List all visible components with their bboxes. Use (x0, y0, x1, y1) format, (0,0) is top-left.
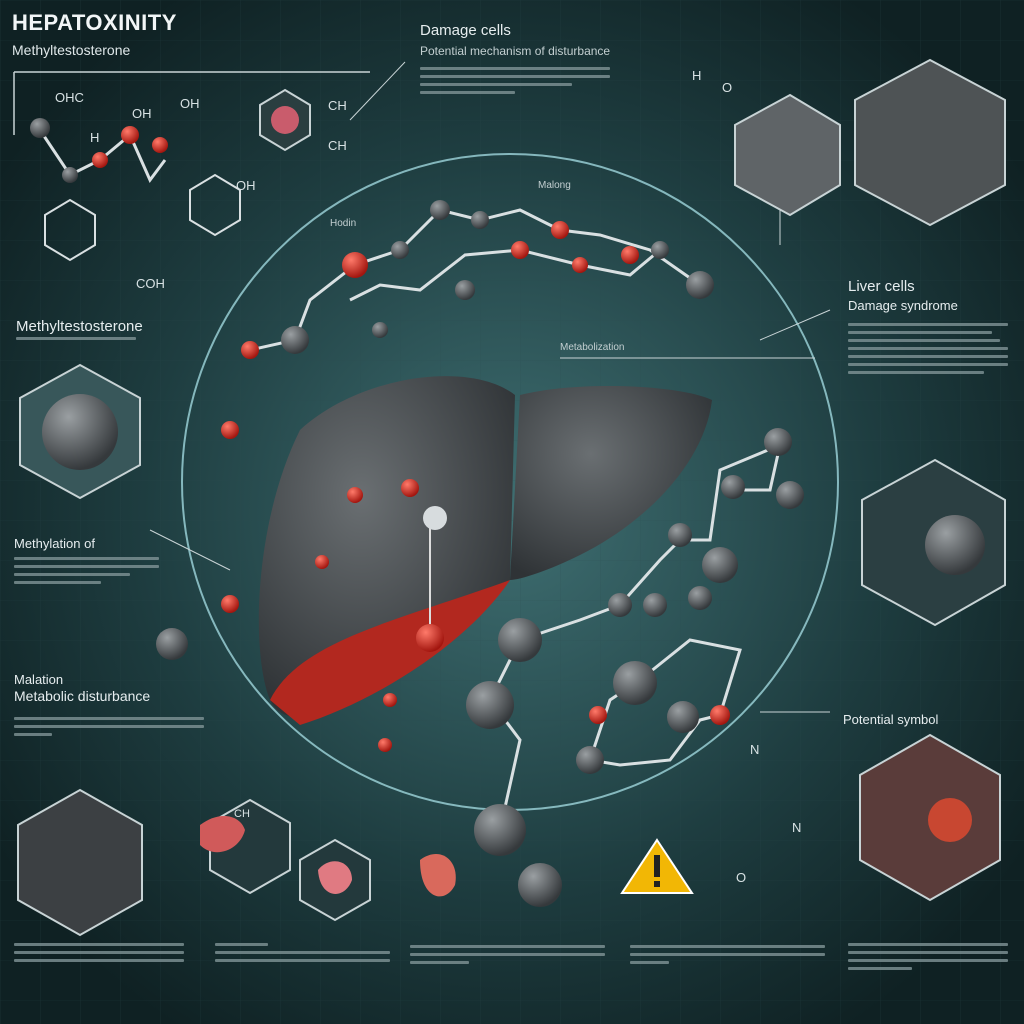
metabolic-heading: Malation (14, 672, 64, 687)
methylation-heading: Methylation of (14, 536, 95, 551)
damage-cells-text (420, 62, 610, 99)
liver-cells-heading: Liver cells (848, 278, 915, 295)
mol-label: O (722, 80, 733, 95)
mol-label: OH (132, 106, 152, 121)
mol-label: O (736, 870, 747, 885)
potential-symbol-heading: Potential symbol (843, 712, 939, 727)
stomach-icon (318, 861, 352, 894)
mol-label: OH (236, 178, 256, 193)
mol-label: N (792, 820, 802, 835)
warning-icon (620, 838, 694, 894)
liver-cells-subheading: Damage syndrome (848, 298, 958, 313)
mol-label: OHC (55, 90, 84, 105)
methyltestosterone-heading: Methyltestosterone (16, 318, 143, 335)
mol-label: N (750, 742, 760, 757)
liver-illustration (258, 376, 712, 725)
damage-cells-heading: Damage cells (420, 22, 511, 39)
footer-text-2 (215, 938, 390, 967)
methyltestosterone-text (16, 332, 136, 345)
hodin-label: Hodin (330, 218, 357, 229)
metabolic-text (14, 712, 204, 741)
subtitle: Methyltestosterone (12, 42, 131, 58)
malong-label: Malong (538, 180, 571, 191)
page-title: HEPATOXINITY (12, 10, 177, 35)
liver-icon (200, 815, 245, 853)
benzene-ring (44, 173, 241, 262)
metabolic-subheading: Metabolic disturbance (14, 688, 151, 704)
mol-label: CH (328, 98, 347, 113)
kidney-icon (420, 854, 456, 897)
mol-label: COH (136, 276, 165, 291)
metabolization-label: Metabolization (560, 342, 625, 353)
mol-label: OH (180, 96, 200, 111)
footer-text-5 (848, 938, 1008, 975)
footer-text-1 (14, 938, 184, 967)
damage-cells-subheading: Potential mechanism of disturbance (420, 44, 611, 58)
footer-text-3 (410, 940, 605, 969)
organ-icons (200, 815, 456, 897)
molecule-atoms (30, 118, 804, 907)
methylation-text (14, 552, 159, 589)
mol-label: H (90, 130, 100, 145)
liver-cells-text (848, 318, 1008, 379)
mol-label: CH (328, 138, 347, 153)
mol-label: CH (234, 808, 250, 820)
footer-text-4 (630, 940, 825, 969)
mol-label: H (692, 68, 702, 83)
